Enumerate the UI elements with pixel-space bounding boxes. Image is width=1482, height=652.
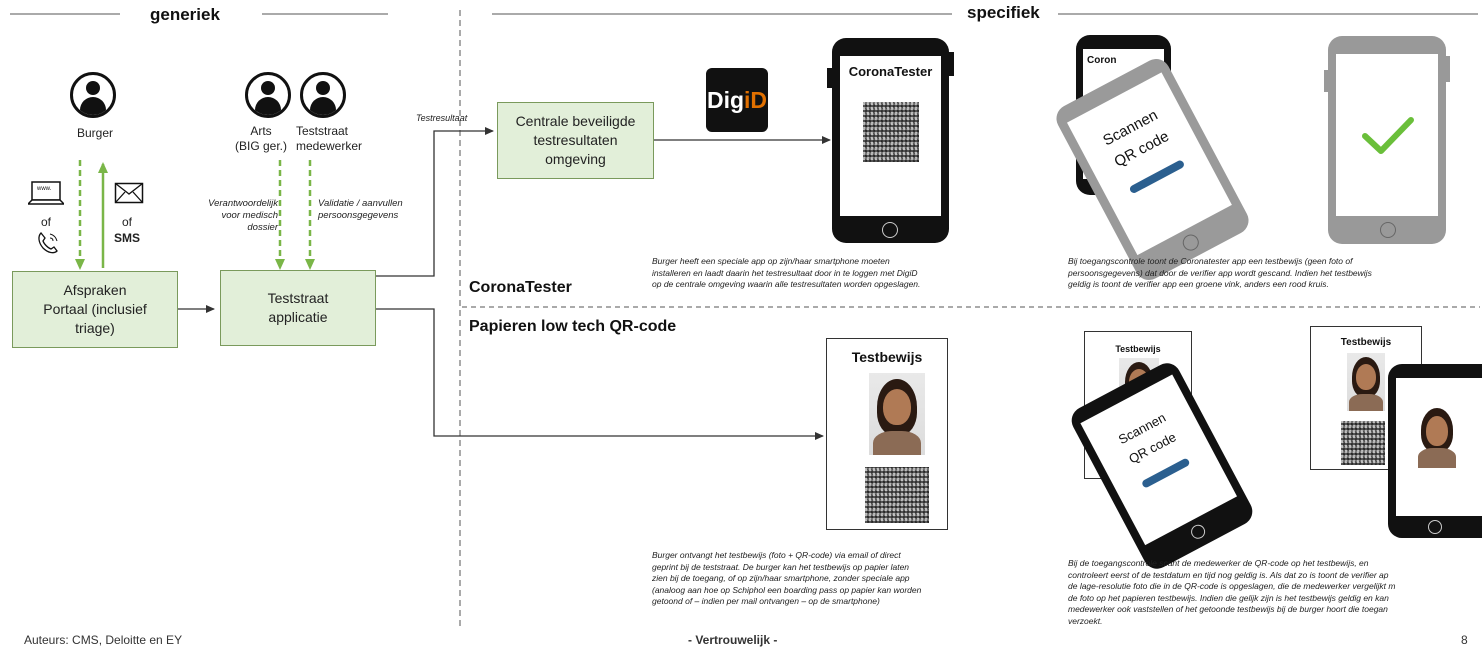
coronatester-qr-code [863, 102, 919, 162]
envelope-icon [114, 182, 144, 204]
medewerker-label: Teststraat medewerker [296, 124, 376, 154]
verifier-phone-approved [1324, 36, 1450, 244]
digid-i: i [744, 86, 751, 113]
compare-card-title: Testbewijs [1340, 337, 1392, 348]
digid-dig: Dig [706, 86, 745, 113]
generic-header: generiek [150, 5, 220, 24]
portrait-photo [869, 373, 925, 455]
phone-home-button [882, 222, 898, 238]
burger-person-icon [70, 72, 116, 118]
teststraat-applicatie-box: Teststraat applicatie [220, 270, 376, 346]
scan-bar-icon [1128, 159, 1186, 195]
phone-call-icon [38, 232, 58, 254]
coronatester-app-title: CoronaTester [848, 64, 933, 79]
verifier-photo [1414, 402, 1460, 468]
corona-right-line1: Bij toegangscontrole toont de Coronatest… [1068, 256, 1353, 266]
validatie-line2: persoonsgegevens [318, 210, 399, 221]
paper-right-line1: Bij de toegangscontrole scant de medewer… [1068, 558, 1369, 568]
coronatester-screen: CoronaTester [840, 56, 941, 216]
verantwoordelijk-annotation: Verantwoordelijk voor medisch dossier [188, 198, 278, 234]
centrale-line2: testresultaten [533, 132, 618, 148]
coronatester-phone: CoronaTester [827, 38, 954, 243]
verantwoordelijk-line3: dossier [247, 222, 278, 233]
green-check-icon [1362, 117, 1414, 154]
medewerker-label-line1: Teststraat [296, 124, 349, 138]
corona-left-line1: Burger heeft een speciale app op zijn/ha… [652, 256, 890, 266]
paper-testbewijs-card: Testbewijs [826, 338, 948, 530]
sms-label: SMS [113, 231, 140, 245]
paper-right-line2: controleert eerst of de testdatum en tij… [1068, 569, 1389, 580]
corona-right-line3: geldig is toont de verifier app een groe… [1068, 279, 1329, 289]
paper-left-line1: Burger ontvangt het testbewijs (foto + Q… [652, 550, 901, 560]
afspraken-portaal-box: Afspraken Portaal (inclusief triage) [12, 271, 178, 348]
specific-header: specifiek [967, 3, 1040, 22]
papier-section-title: Papieren low tech QR-code [469, 318, 677, 335]
validatie-line1: Validatie / aanvullen [318, 198, 403, 209]
arts-label-line1: Arts [250, 124, 272, 138]
footer-page-number: 8 [1461, 633, 1468, 647]
verantwoordelijk-line1: Verantwoordelijk [208, 198, 278, 209]
arts-label: Arts (BIG ger.) [226, 124, 296, 154]
corona-right-line2: persoonsgegevens) dat door de verifier a… [1068, 267, 1372, 278]
afspraken-line2: Portaal (inclusief [43, 301, 147, 317]
teststraat-line2: applicatie [268, 309, 328, 325]
app-to-centrale-arrow [374, 127, 494, 277]
corona-left-description: Burger heeft een speciale app op zijn/ha… [652, 256, 920, 291]
arts-label-line2: (BIG ger.) [234, 139, 287, 153]
medewerker-label-line2: medewerker [296, 139, 363, 153]
www-text: www. [37, 186, 52, 192]
paper-right-description: Bij de toegangscontrole scant de medewer… [1068, 558, 1480, 627]
paper-card-qr-code [865, 467, 929, 523]
footer-confidential: - Vertrouwelijk - [688, 633, 778, 647]
paper-left-line5: getoond of – indien per mail ontvangen –… [652, 596, 880, 606]
paper-left-description: Burger ontvangt het testbewijs (foto + Q… [652, 550, 921, 608]
laptop-icon [28, 181, 64, 205]
back-phone-title: Coron [1087, 55, 1117, 66]
verifier-phone-photo [1388, 364, 1482, 538]
paper-right-line5: medewerker ook vaststellen of het getoon… [1068, 604, 1388, 614]
centrale-line1: Centrale beveiligde [515, 113, 636, 129]
small-card-title: Testbewijs [1115, 344, 1161, 354]
centrale-omgeving-box: Centrale beveiligde testresultaten omgev… [497, 102, 654, 179]
paper-card-title: Testbewijs [851, 349, 923, 365]
paper-right-line6: verzoekt. [1068, 615, 1103, 626]
app-to-paper-arrow [374, 308, 824, 440]
burger-label: Burger [76, 126, 114, 140]
compare-card-photo [1347, 353, 1385, 411]
paper-left-line2: geprint bij de teststraat. De burger kan… [652, 561, 910, 572]
validatie-annotation: Validatie / aanvullen persoonsgegevens [318, 198, 428, 222]
digid-d: D [750, 86, 768, 113]
corona-left-line2: installeren en laadt daarin het testresu… [652, 267, 918, 278]
corona-right-description: Bij toegangscontrole toont de Coronatest… [1068, 256, 1372, 291]
compare-card-qr-code [1341, 421, 1385, 465]
corona-left-line3: op de centrale omgeving waarin alle test… [652, 279, 921, 289]
testbewijs-card-compare: Testbewijs [1310, 326, 1422, 470]
afspraken-line1: Afspraken [63, 282, 127, 298]
paper-right-line4: de foto op het papieren testbewijs. Indi… [1068, 592, 1389, 603]
coronatester-section-title: CoronaTester [469, 279, 572, 296]
teststraat-line1: Teststraat [267, 290, 329, 306]
testresultaat-label: Testresultaat [416, 113, 468, 123]
medewerker-person-icon [300, 72, 346, 118]
centrale-line3: omgeving [545, 151, 606, 167]
of-left-label: of [40, 215, 51, 229]
afspraken-line3: triage) [75, 320, 115, 336]
paper-right-line3: de lage-resolutie foto die in de QR-code… [1068, 581, 1396, 591]
footer-authors: Auteurs: CMS, Deloitte en EY [24, 633, 183, 647]
scan2-bar-icon [1140, 457, 1191, 489]
verantwoordelijk-line2: voor medisch [221, 210, 279, 221]
arts-person-icon [245, 72, 291, 118]
paper-left-line4: (analoog aan hoe op Schiphol een boardin… [652, 584, 922, 595]
of-right-label: of [121, 215, 132, 229]
paper-left-line3: zien bij de toegang, of op zijn/haar sma… [652, 573, 910, 583]
